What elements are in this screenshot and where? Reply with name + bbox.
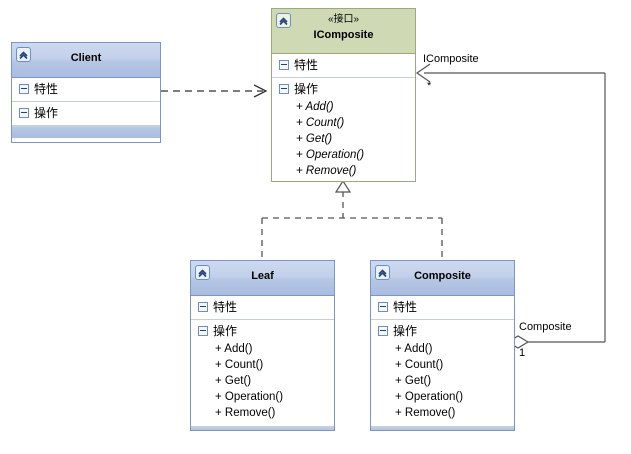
compartment-label-attributes: 特性 [393,300,418,314]
expander-collapse-icon[interactable] [198,302,208,312]
compartment-operations-leaf[interactable]: 操作 + Add() + Count() + Get() + Operation… [191,320,334,427]
expander-collapse-icon[interactable] [198,326,208,336]
member-item: + Add() [395,343,433,355]
expander-collapse-icon[interactable] [19,108,29,118]
member-item: + Operation() [395,391,464,403]
edge-label-target-multiplicity: * [427,80,432,92]
compartment-operations-client[interactable]: 操作 [12,102,160,126]
compartment-attributes-client[interactable]: 特性 [12,78,160,102]
class-header-client: Client [12,43,160,78]
class-footer-client [12,126,160,138]
edge-dependency-client-icomposite [161,84,268,98]
class-footer-leaf [191,427,334,430]
compartment-label-attributes: 特性 [34,82,59,96]
compartment-label-operations: 操作 [34,106,59,120]
compartment-operations-icomposite[interactable]: 操作 + Add() + Count() + Get() + Operation… [272,78,415,181]
compartment-label-attributes: 特性 [294,58,319,72]
class-icon [375,265,390,280]
class-footer-composite [371,427,514,430]
member-list-composite: + Add() + Count() + Get() + Operation() … [375,340,512,423]
member-item: + Get() [296,133,333,145]
expander-collapse-icon[interactable] [378,326,388,336]
compartment-label-operations: 操作 [213,324,238,338]
expander-collapse-icon[interactable] [378,302,388,312]
compartment-label-operations: 操作 [393,324,418,338]
member-list-leaf: + Add() + Count() + Get() + Operation() … [195,340,332,423]
compartment-label-attributes: 特性 [213,300,238,314]
member-item: + Remove() [296,165,357,177]
edge-realization-group [261,179,443,262]
class-box-icomposite[interactable]: «接口» IComposite 特性 操作 + Add() + Count() … [271,8,416,182]
member-item: + Count() [395,359,444,371]
compartment-label-operations: 操作 [294,82,319,96]
expander-collapse-icon[interactable] [19,84,29,94]
class-title-leaf: Leaf [251,270,274,282]
class-header-composite: Composite [371,261,514,296]
compartment-attributes-icomposite[interactable]: 特性 [272,54,415,78]
class-icon [195,265,210,280]
expander-collapse-icon[interactable] [279,84,289,94]
class-box-client[interactable]: Client 特性 操作 [11,42,161,143]
member-item: + Operation() [296,149,365,161]
hollow-triangle-icon [334,179,352,193]
member-item: + Operation() [215,391,284,403]
member-item: + Add() [215,343,253,355]
member-item: + Get() [395,375,432,387]
member-list-icomposite: + Add() + Count() + Get() + Operation() … [276,98,413,181]
member-item: + Count() [296,117,345,129]
class-title-client: Client [70,52,102,64]
edge-label-source-role: Composite [519,321,572,333]
interface-icon [276,13,291,28]
class-header-leaf: Leaf [191,261,334,296]
member-item: + Get() [215,375,252,387]
compartment-operations-composite[interactable]: 操作 + Add() + Count() + Get() + Operation… [371,320,514,427]
compartment-attributes-composite[interactable]: 特性 [371,296,514,320]
class-title-icomposite: IComposite [313,29,374,41]
member-item: + Add() [296,101,334,113]
member-item: + Count() [215,359,264,371]
class-icon [16,47,31,62]
class-title-composite: Composite [414,270,471,282]
class-box-leaf[interactable]: Leaf 特性 操作 + Add() + Count() + Get() + O… [190,260,335,431]
class-box-composite[interactable]: Composite 特性 操作 + Add() + Count() + Get(… [370,260,515,431]
open-arrow-icon [253,84,268,98]
compartment-attributes-leaf[interactable]: 特性 [191,296,334,320]
class-stereotype-icomposite: «接口» [327,14,360,25]
class-header-icomposite: «接口» IComposite [272,9,415,54]
member-item: + Remove() [215,407,276,419]
edge-label-target-role: IComposite [423,53,479,65]
edge-label-source-multiplicity: 1 [519,347,526,359]
expander-collapse-icon[interactable] [279,60,289,70]
member-item: + Remove() [395,407,456,419]
